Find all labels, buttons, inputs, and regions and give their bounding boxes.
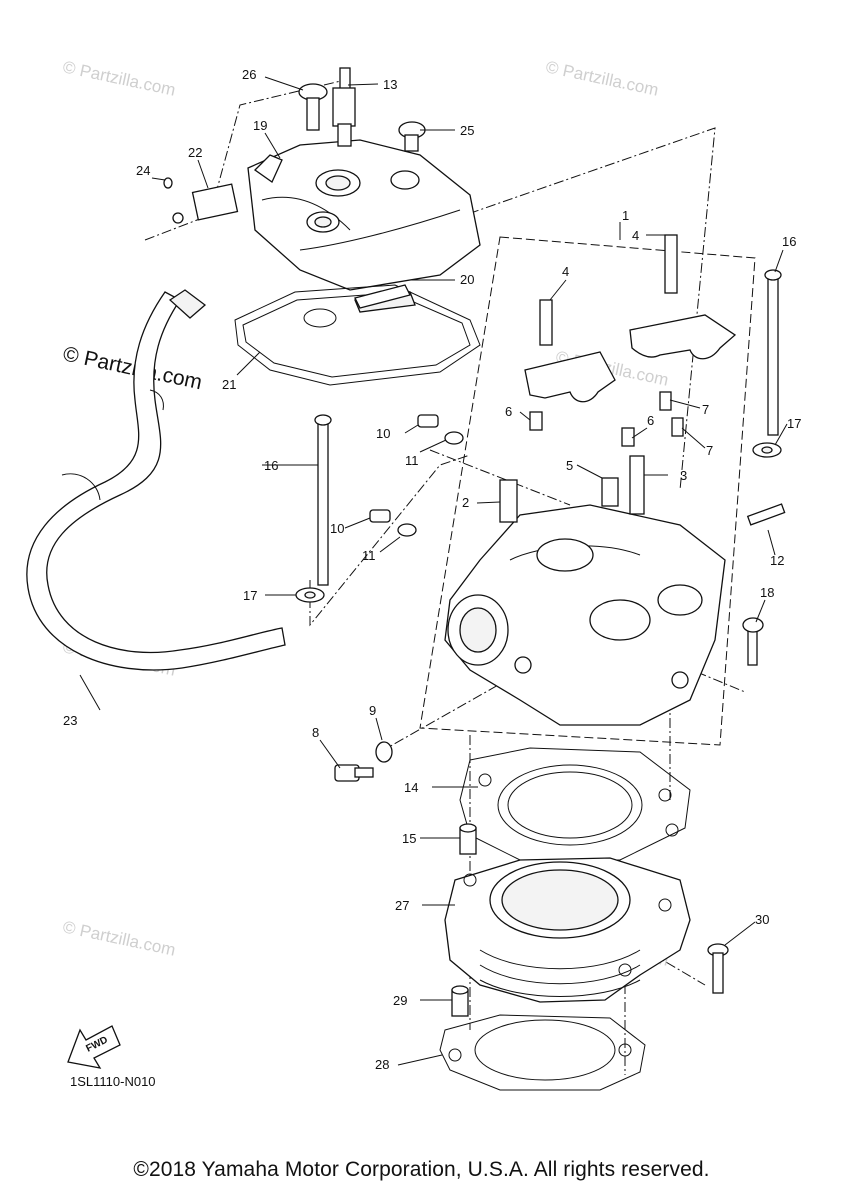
callout-label: 19: [253, 118, 267, 133]
callout-label: 7: [702, 402, 709, 417]
cylinder-head-studs: [295, 269, 782, 603]
cylinder-head: [444, 455, 786, 726]
cylinder-head-cover: [247, 139, 481, 291]
callout-label: 10: [376, 426, 390, 441]
cylinder-base-gasket: [439, 1014, 646, 1091]
callout-label: 22: [188, 145, 202, 160]
leader-lines: [79, 76, 788, 1066]
stud-guide-line: [679, 664, 746, 693]
cylinder-bolt: [707, 943, 729, 994]
callout-label: 25: [460, 123, 474, 138]
callout-label: 6: [647, 413, 654, 428]
dowel-pins: [451, 823, 477, 1017]
fwd-arrow-icon: FWD: [67, 1025, 121, 1069]
callout-label: 4: [562, 264, 569, 279]
callout-label: 5: [566, 458, 573, 473]
callout-label: 3: [680, 468, 687, 483]
callout-label: 29: [393, 993, 407, 1008]
callout-label: 9: [369, 703, 376, 718]
cylinder-head-gasket: [459, 747, 691, 861]
callout-label: 10: [330, 521, 344, 536]
callout-label: 20: [460, 272, 474, 287]
pipe-guide-line: [429, 449, 571, 506]
hose-guide-line: [144, 79, 346, 241]
callout-label: 15: [402, 831, 416, 846]
camshaft-caps: [524, 234, 737, 447]
callout-label: 28: [375, 1057, 389, 1072]
callout-label: 2: [462, 495, 469, 510]
callout-label: 17: [243, 588, 257, 603]
callout-label: 11: [405, 453, 419, 468]
callout-label: 17: [787, 416, 801, 431]
callout-label: 7: [706, 443, 713, 458]
watermark: © Partzilla.com: [544, 57, 660, 99]
cylinder: [444, 857, 691, 1003]
callout-label: 27: [395, 898, 409, 913]
callout-label: 30: [755, 912, 769, 927]
callout-label: 8: [312, 725, 319, 740]
watermark-main: © Partzilla.com: [61, 342, 204, 394]
gasket-guide-line: [379, 649, 561, 753]
top-fasteners: [163, 67, 426, 309]
copyright-notice: ©2018 Yamaha Motor Corporation, U.S.A. A…: [133, 1158, 710, 1181]
callout-label: 18: [760, 585, 774, 600]
callout-label: 21: [222, 377, 236, 392]
callout-label: 13: [383, 77, 397, 92]
callout-label: 16: [264, 458, 278, 473]
watermark: © Partzilla.com: [61, 57, 177, 99]
bolt-guide-line: [309, 454, 471, 627]
callout-label: 26: [242, 67, 256, 82]
callout-label: 24: [136, 163, 150, 178]
callout-label: 12: [770, 553, 784, 568]
side-bolts: [334, 414, 464, 782]
callout-label: 1: [622, 208, 629, 223]
callouts: 1 2 3 4 4 5 6 6 7 7 8 9 10 10 11 11 12 1…: [63, 67, 801, 1072]
callout-label: 11: [362, 548, 376, 563]
callout-label: 6: [505, 404, 512, 419]
callout-label: 14: [404, 780, 418, 795]
callout-label: 23: [63, 713, 77, 728]
callout-label: 16: [782, 234, 796, 249]
callout-label: 4: [632, 228, 639, 243]
watermark: © Partzilla.com: [61, 917, 177, 959]
breather-hose: [26, 289, 286, 671]
diagram-code: 1SL1110-N010: [70, 1074, 156, 1089]
